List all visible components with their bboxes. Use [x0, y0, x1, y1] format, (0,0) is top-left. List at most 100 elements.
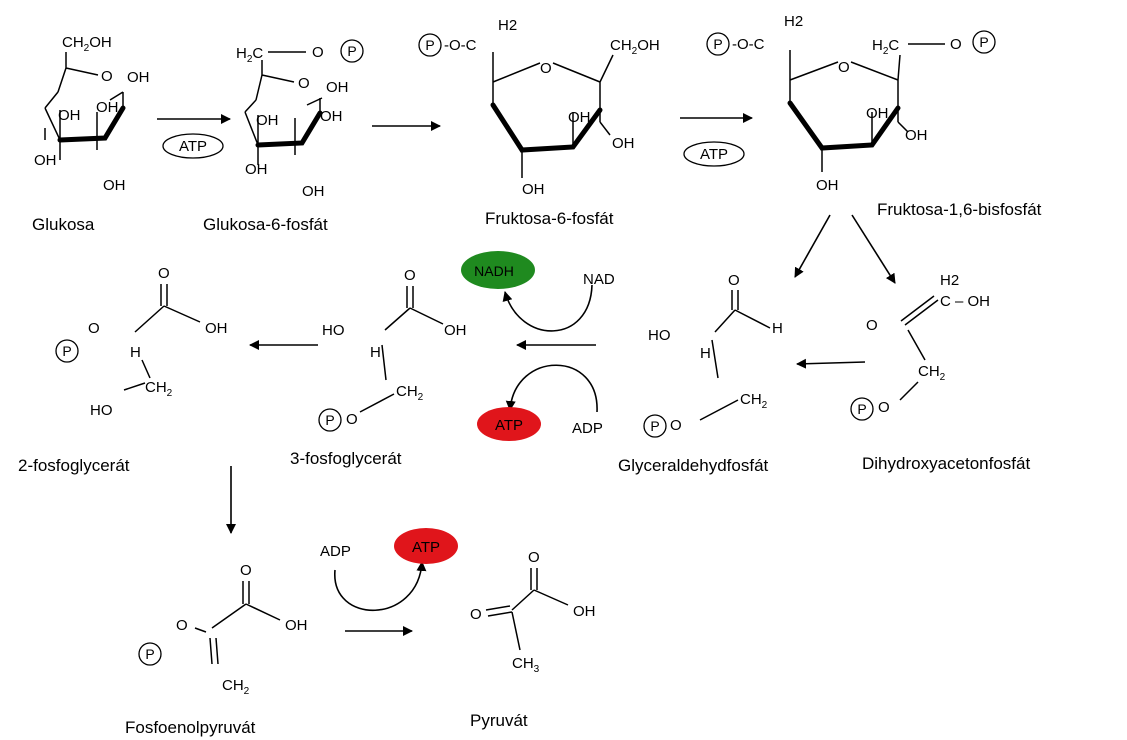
f16bp-ester-o: O: [950, 36, 962, 53]
gap-ester-o: O: [670, 417, 682, 434]
pg3-phosphate-label: P: [325, 412, 334, 428]
dhap-structure: H2 C – OH O CH2 P O Dihydroxyacetonfosfá…: [850, 272, 1030, 473]
f6p-oh-c4: OH: [522, 181, 545, 198]
g6p-oh-c3: OH: [245, 161, 268, 178]
g6p-ester-o: O: [312, 44, 324, 61]
pg3-oh: OH: [444, 322, 467, 339]
g6p-oh-c2: OH: [320, 108, 343, 125]
nadh-product: [461, 251, 535, 289]
glukosa-ch2oh: CH2OH: [62, 34, 112, 54]
pep-carbonyl-o: O: [240, 562, 252, 579]
pg2-phosphate: [55, 339, 79, 363]
pg2-ho: HO: [90, 402, 113, 419]
f16bp-phosphate-1: [706, 32, 730, 56]
f16bp-phosphate-1-label: P: [713, 36, 722, 52]
gap-ho: HO: [648, 327, 671, 344]
f6p-ring-o: O: [540, 60, 552, 77]
f6p-phosphate: [418, 33, 442, 57]
f6p-ch2oh: CH2OH: [610, 37, 660, 57]
f16bp-o-c: -O-C: [732, 36, 765, 53]
nadh-label: NADH: [474, 263, 514, 279]
f6p-o-c: -O-C: [444, 37, 477, 54]
pyr-ch3: CH3: [512, 655, 540, 675]
f6p-oh-c3: OH: [568, 109, 591, 126]
glukosa-oh-c3: OH: [34, 152, 57, 169]
pep-phosphate-label: P: [145, 646, 154, 662]
atp-consumed-2: [683, 141, 745, 167]
f16bp-oh-c3: OH: [866, 105, 889, 122]
arrow-nad-nadh: [502, 284, 593, 332]
pg3-structure: O OH HO H CH2 P O 3-fosfoglycerát: [290, 267, 467, 468]
atp-consumed-1-label: ATP: [179, 138, 207, 155]
label-pep: Fosfoenolpyruvát: [125, 718, 256, 737]
g6p-structure: H2C O P O OH OH OH OH OH Glukosa-6-fosfá…: [203, 39, 364, 234]
pg2-oh: OH: [205, 320, 228, 337]
glukosa-oh-c1: OH: [127, 69, 150, 86]
f6p-oh-c2: OH: [612, 135, 635, 152]
atp-consumed-2-label: ATP: [700, 146, 728, 163]
arrow-adp-atp-1: [505, 364, 598, 413]
glukosa-ring-o: O: [101, 68, 113, 85]
label-pg3: 3-fosfoglycerát: [290, 449, 402, 468]
pep-ester-o: O: [176, 617, 188, 634]
gap-aldehyde-o: O: [728, 272, 740, 289]
g6p-ring-o: O: [298, 75, 310, 92]
adp-label-1: ADP: [572, 420, 603, 437]
dhap-h2: H2: [940, 272, 959, 289]
arrow-dhap-gap: [796, 358, 866, 369]
g6p-oh-c1: OH: [326, 79, 349, 96]
pyr-structure: O OH O CH3 Pyruvát: [470, 549, 596, 730]
pep-structure: O OH O P CH2 Fosfoenolpyruvát: [125, 562, 308, 737]
pg3-phosphate: [318, 408, 342, 432]
f16bp-phosphate-2: [972, 30, 996, 54]
atp-consumed-1: [162, 133, 224, 159]
f16bp-ring-o: O: [838, 59, 850, 76]
pg3-ho: HO: [322, 322, 345, 339]
pg2-phosphate-label: P: [62, 343, 71, 359]
label-gap: Glyceraldehydfosfát: [618, 456, 769, 475]
label-f16bp: Fruktosa-1,6-bisfosfát: [877, 200, 1042, 219]
arrow-f16bp-gap: [794, 214, 831, 278]
nad-label: NAD: [583, 271, 615, 288]
glukosa-oh-c2: OH: [96, 99, 119, 116]
g6p-oh-c4: OH: [256, 112, 279, 129]
pg2-ch2: CH2: [145, 379, 173, 399]
f16bp-h2: H2: [784, 13, 803, 30]
arrow-f16bp-dhap: [851, 214, 896, 284]
gap-phosphate-label: P: [650, 418, 659, 434]
label-g6p: Glukosa-6-fosfát: [203, 215, 328, 234]
gap-h2: H: [700, 345, 711, 362]
atp-produced-2: [394, 528, 458, 564]
g6p-phosphate-label: P: [347, 43, 356, 59]
label-f6p: Fruktosa-6-fosfát: [485, 209, 614, 228]
pg3-ester-o: O: [346, 411, 358, 428]
pyr-carbonyl-o: O: [528, 549, 540, 566]
pep-ch2: CH2: [222, 677, 250, 697]
pg2-ester-o: O: [88, 320, 100, 337]
dhap-phosphate: [850, 397, 874, 421]
glukosa-oh-c4: OH: [58, 107, 81, 124]
f16bp-oh-c2: OH: [905, 127, 928, 144]
pyr-oh: OH: [573, 603, 596, 620]
pg3-h: H: [370, 344, 381, 361]
label-dhap: Dihydroxyacetonfosfát: [862, 454, 1030, 473]
pg2-structure: O OH O P H CH2 HO 2-fosfoglycerát: [18, 265, 228, 475]
label-pyr: Pyruvát: [470, 711, 528, 730]
atp-produced-2-label: ATP: [412, 539, 440, 556]
f6p-phosphate-label: P: [425, 37, 434, 53]
gap-h: H: [772, 320, 783, 337]
pep-phosphate: [138, 642, 162, 666]
pg2-carbonyl-o: O: [158, 265, 170, 282]
adp-label-2: ADP: [320, 543, 351, 560]
gap-structure: O H HO H CH2 P O Glyceraldehydfosfát: [618, 272, 783, 475]
gap-phosphate: [643, 414, 667, 438]
pyr-keto-o: O: [470, 606, 482, 623]
pg3-ch2: CH2: [396, 383, 424, 403]
dhap-phosphate-label: P: [857, 401, 866, 417]
dhap-c-oh: C – OH: [940, 293, 990, 310]
f16bp-oh-c4: OH: [816, 177, 839, 194]
atp-produced-1: [477, 407, 541, 441]
glukosa-oh-c3b: OH: [103, 177, 126, 194]
label-glukosa: Glukosa: [32, 215, 95, 234]
